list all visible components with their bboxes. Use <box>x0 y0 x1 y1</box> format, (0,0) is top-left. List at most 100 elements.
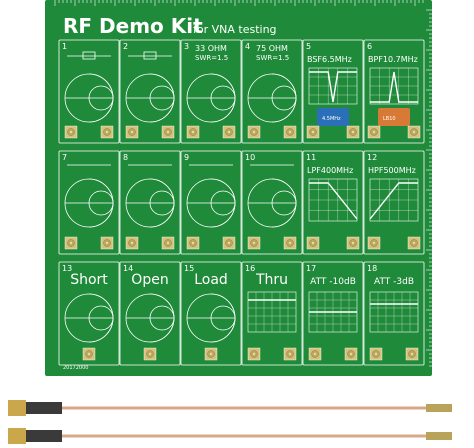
component-marking: LB10 <box>383 116 396 122</box>
plot-grid <box>308 291 358 333</box>
sma-connector-icon[interactable] <box>186 125 200 139</box>
ruler-right <box>426 9 432 367</box>
smith-chart-icon <box>64 73 114 123</box>
sma-cables <box>8 400 452 444</box>
cell-number: 8 <box>123 153 128 162</box>
cable-2-boot-left <box>24 430 62 442</box>
sma-connector-icon[interactable] <box>283 125 297 139</box>
sma-connector-icon[interactable] <box>283 347 297 361</box>
sma-connector-icon[interactable] <box>247 236 261 250</box>
smith-chart-icon <box>186 293 236 343</box>
cell-label: ATT -3dB <box>374 277 414 287</box>
sma-connector-icon[interactable] <box>64 236 78 250</box>
sma-connector-icon[interactable] <box>407 125 421 139</box>
cable-2 <box>8 428 452 444</box>
filter-response-icon <box>308 178 358 222</box>
sma-connector-icon[interactable] <box>407 236 421 250</box>
cell-number: 2 <box>123 42 128 51</box>
sma-connector-icon[interactable] <box>125 125 139 139</box>
cell-label: LPF400MHz <box>307 166 353 175</box>
cable-1 <box>8 400 452 416</box>
board-title: RF Demo Kit <box>63 14 203 38</box>
cell-number: 15 <box>184 264 194 273</box>
sma-connector-icon[interactable] <box>125 236 139 250</box>
sma-connector-icon[interactable] <box>143 347 157 361</box>
sma-connector-icon[interactable] <box>186 236 200 250</box>
sma-connector-icon[interactable] <box>367 236 381 250</box>
smith-chart-icon <box>247 73 297 123</box>
sma-connector-icon[interactable] <box>64 125 78 139</box>
cable-2-ufl-right-icon <box>426 432 452 440</box>
sma-connector-icon[interactable] <box>82 347 96 361</box>
cell-label: 33 OHM <box>195 44 227 53</box>
sma-connector-icon[interactable] <box>405 347 419 361</box>
cell-border <box>180 39 242 144</box>
sma-connector-icon[interactable] <box>100 125 114 139</box>
cell-border <box>119 261 181 366</box>
filter-response-icon <box>369 178 419 222</box>
cell-number: 11 <box>306 153 316 162</box>
cell-label: Short <box>70 272 108 288</box>
sma-connector-icon[interactable] <box>283 236 297 250</box>
sma-connector-icon[interactable] <box>204 347 218 361</box>
cell-border <box>180 261 242 366</box>
resistor-icon <box>143 51 157 60</box>
sma-connector-icon[interactable] <box>222 236 236 250</box>
test-cell-9: 9 <box>180 150 242 255</box>
cell-label: ATT -10dB <box>310 277 356 287</box>
sma-connector-icon[interactable] <box>346 236 360 250</box>
cell-sublabel: SWR=1.5 <box>256 54 289 62</box>
sma-connector-icon[interactable] <box>344 347 358 361</box>
sma-connector-icon[interactable] <box>247 347 261 361</box>
smith-chart-icon <box>125 293 175 343</box>
smith-chart-icon <box>186 178 236 228</box>
cell-number: 3 <box>184 42 189 51</box>
cell-number: 6 <box>367 42 372 51</box>
board-subtitle: for VNA testing <box>193 23 277 36</box>
cell-border <box>58 39 120 144</box>
filter-component <box>378 108 410 126</box>
cell-number: 12 <box>367 153 377 162</box>
sma-connector-icon[interactable] <box>369 347 383 361</box>
test-cell-1: 1 <box>58 39 120 144</box>
sma-connector-icon[interactable] <box>346 125 360 139</box>
cell-label: BPF10.7MHz <box>368 55 418 64</box>
cell-label: Load <box>194 272 228 288</box>
cable-1-boot-left <box>24 402 62 414</box>
sma-connector-icon[interactable] <box>161 236 175 250</box>
cell-number: 7 <box>62 153 67 162</box>
smith-chart-icon <box>186 73 236 123</box>
sma-connector-icon[interactable] <box>308 347 322 361</box>
sma-connector-icon[interactable] <box>306 125 320 139</box>
sma-connector-icon[interactable] <box>161 125 175 139</box>
sma-connector-icon[interactable] <box>100 236 114 250</box>
cell-label: HPF500MHz <box>368 166 416 175</box>
cell-number: 1 <box>62 42 67 51</box>
sma-connector-icon[interactable] <box>306 236 320 250</box>
cell-border <box>119 150 181 255</box>
test-cell-2: 2 <box>119 39 181 144</box>
cell-border <box>302 150 364 255</box>
filter-component <box>317 108 349 126</box>
sma-connector-icon[interactable] <box>247 125 261 139</box>
cell-sublabel: SWR=1.5 <box>195 54 228 62</box>
sma-connector-icon[interactable] <box>222 125 236 139</box>
filter-response-icon <box>308 67 358 105</box>
cell-number: 9 <box>184 153 189 162</box>
component-marking: 4.5MHz <box>322 116 341 122</box>
cell-border <box>241 39 303 144</box>
cell-number: 16 <box>245 264 255 273</box>
smith-chart-icon <box>64 293 114 343</box>
cell-border <box>363 150 425 255</box>
cell-number: 18 <box>367 264 377 273</box>
cell-border <box>363 261 425 366</box>
sma-connector-icon[interactable] <box>367 125 381 139</box>
